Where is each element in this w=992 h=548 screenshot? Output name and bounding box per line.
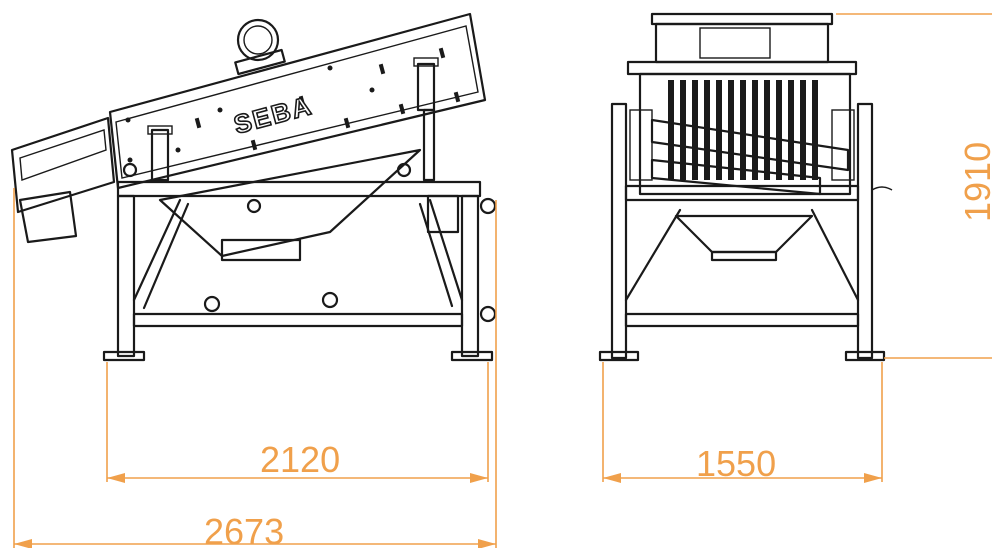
brand-logo: SEBA	[231, 90, 316, 140]
top-frame	[626, 12, 858, 76]
feed-chute	[10, 116, 116, 244]
dimension-1550: 1550	[602, 362, 883, 484]
dimension-label-1910: 1910	[957, 142, 992, 222]
vibrator-motor	[234, 18, 286, 76]
front-frame	[598, 102, 893, 362]
spring-supports	[147, 57, 439, 182]
dimension-2120: 2120	[106, 362, 489, 483]
dimension-label-2673: 2673	[204, 511, 284, 548]
screen-deck: SEBA	[108, 12, 487, 190]
dimension-label-1550: 1550	[696, 443, 776, 484]
dimension-2673: 2673	[13, 188, 497, 548]
side-view: SEBA	[10, 12, 497, 362]
screen-grid	[629, 72, 855, 196]
dimension-1910: 1910	[836, 13, 992, 359]
front-view	[598, 12, 893, 362]
side-frame	[102, 148, 497, 362]
deck-bolts	[125, 47, 461, 163]
dimension-label-2120: 2120	[260, 439, 340, 480]
